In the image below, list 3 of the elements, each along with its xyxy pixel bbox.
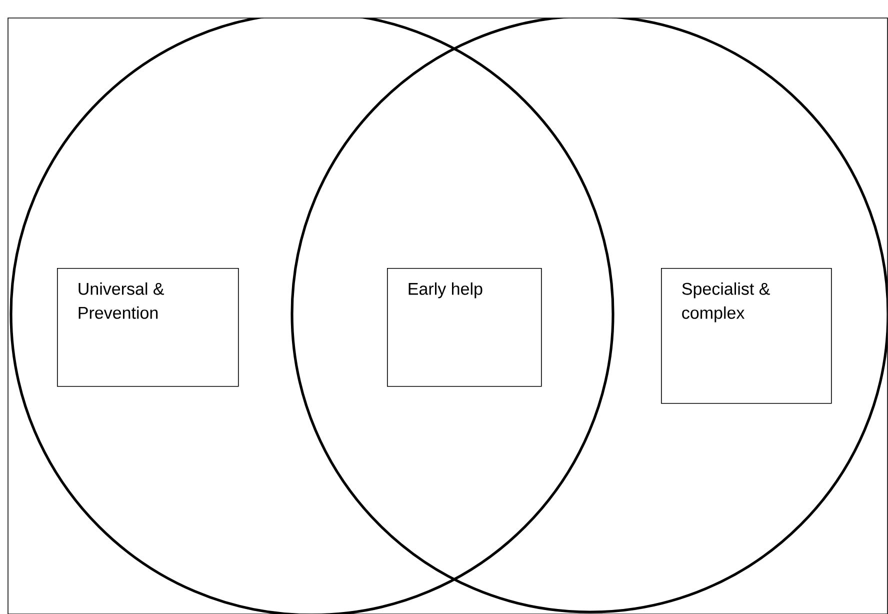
text-box: Universal & Prevention — [57, 268, 239, 387]
text-box: Early help — [387, 268, 542, 387]
text-box: Specialist & complex — [661, 268, 832, 404]
